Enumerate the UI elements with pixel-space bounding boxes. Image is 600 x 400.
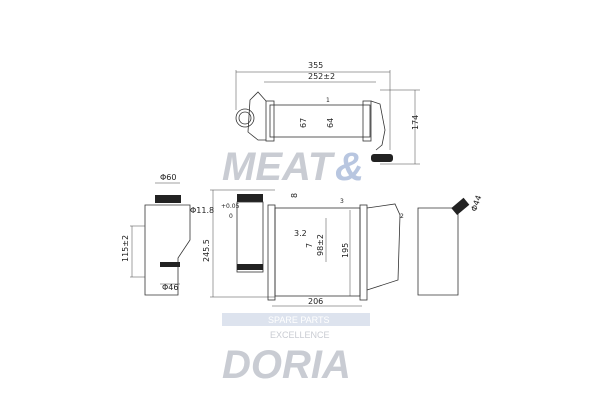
- right-view: Φ44: [417, 194, 484, 296]
- dim-phi60: Φ60: [160, 173, 176, 182]
- dim-67: 67: [299, 118, 308, 128]
- dim-98: 98±2: [316, 234, 325, 256]
- dim-tol-lower: 0: [229, 213, 233, 220]
- watermark: MEAT & SPARE PARTS EXCELLENCE DORIA: [222, 145, 370, 387]
- dim-245-5: 245.5: [202, 239, 211, 262]
- dim-174: 174: [411, 115, 420, 130]
- callout-2: 2: [400, 213, 404, 220]
- watermark-doria: DORIA: [222, 343, 351, 387]
- top-view: 355 252±2 174 67 64 1: [235, 61, 420, 165]
- dim-phi44: Φ44: [469, 194, 483, 213]
- dim-115: 115±2: [121, 235, 130, 262]
- dim-7: 7: [305, 243, 314, 248]
- watermark-tagline2: EXCELLENCE: [270, 330, 330, 340]
- dim-64: 64: [326, 118, 335, 128]
- dim-355: 355: [308, 61, 323, 70]
- dim-3-2: 3.2: [294, 229, 307, 238]
- dim-252: 252±2: [308, 72, 335, 81]
- dim-206: 206: [308, 297, 323, 306]
- dim-phi46: Φ46: [162, 283, 178, 292]
- watermark-meat: MEAT: [222, 145, 336, 189]
- left-view: Φ60 115±2 Φ46: [121, 173, 191, 296]
- watermark-amp: &: [335, 145, 364, 189]
- callout-3: 3: [340, 198, 344, 205]
- watermark-tagline: SPARE PARTS: [268, 315, 330, 325]
- dim-phi11-8: Φ11.8: [190, 206, 214, 215]
- dim-195: 195: [341, 243, 350, 258]
- dim-8: 8: [290, 193, 299, 198]
- dim-tol-upper: +0.05: [221, 203, 240, 210]
- front-view: 245.5 Φ11.8 +0.05 0 8 3.2 7 98±2 195 206…: [190, 189, 404, 307]
- watermark-band: [222, 313, 370, 326]
- callout-1: 1: [326, 97, 330, 104]
